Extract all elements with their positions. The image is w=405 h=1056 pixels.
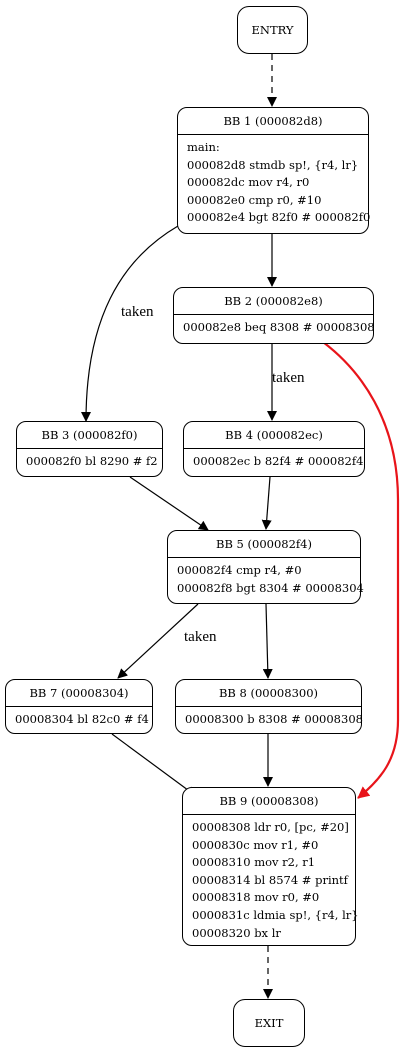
block-bb7-title: BB 7 (00008304) [29,686,129,700]
block-bb4-title: BB 4 (000082ec) [225,428,323,442]
block-bb8-title: BB 8 (00008300) [218,686,319,700]
code-line: 000082f8 bgt 8304 # 00008304 [177,580,364,595]
code-line: 00008304 bl 82c0 # f4 [15,712,149,726]
code-line: 000082e0 cmp r0, #10 [187,192,322,207]
block-bb1-code: main: 000082d8 stmdb sp!, {r4, lr} 00008… [178,134,371,227]
edge-label-bb1-bb3: taken [121,304,154,320]
block-bb5: BB 5 (000082f4) 000082f4 cmp r4, #0 0000… [167,530,364,604]
code-line: 000082ec b 82f4 # 000082f4 [193,454,364,468]
code-line: 00008300 b 8308 # 00008308 [185,712,363,726]
edge-bb3-bb5 [129,476,209,531]
edge-bb5-bb7 [117,603,199,679]
code-line: main: [187,140,220,154]
block-bb9: BB 9 (00008308) 00008308 ldr r0, [pc, #2… [182,787,359,946]
code-line: 00008320 bx lr [192,925,281,940]
code-line: 00008318 mov r0, #0 [192,890,320,905]
block-bb5-title: BB 5 (000082f4) [216,537,312,551]
edge-bb1-bb3 [81,225,179,422]
block-bb3: BB 3 (000082f0) 000082f0 bl 8290 # f2 [16,421,163,477]
edge-label-bb5-bb7: taken [184,629,217,645]
code-line: 0000830c mov r1, #0 [192,837,319,852]
block-bb2-title: BB 2 (000082e8) [224,294,323,308]
block-bb1: BB 1 (000082d8) main: 000082d8 stmdb sp!… [177,107,371,234]
code-line: 000082e4 bgt 82f0 # 000082f0 [187,210,371,225]
block-bb3-code: 000082f0 bl 8290 # f2 [17,448,162,471]
code-line: 0000831c ldmia sp!, {r4, lr} [192,907,359,922]
code-line: 000082dc mov r4, r0 [187,175,310,190]
entry-node: ENTRY [237,6,308,54]
code-line: 00008314 bl 8574 # printf [192,872,348,887]
block-bb7: BB 7 (00008304) 00008304 bl 82c0 # f4 [5,679,153,734]
code-line: 000082f0 bl 8290 # f2 [26,454,158,468]
block-bb2: BB 2 (000082e8) 000082e8 beq 8308 # 0000… [173,287,375,344]
block-bb9-title: BB 9 (00008308) [219,794,319,808]
edge-bb4-bb5 [261,476,272,530]
block-bb8-code: 00008300 b 8308 # 00008308 [176,706,363,729]
block-bb9-code: 00008308 ldr r0, [pc, #20] 0000830c mov … [183,814,359,942]
block-bb7-code: 00008304 bl 82c0 # f4 [6,706,152,729]
exit-node: EXIT [233,999,305,1047]
block-bb4: BB 4 (000082ec) 000082ec b 82f4 # 000082… [183,421,365,477]
edge-bb2-bb9 [322,341,400,799]
edge-bb5-bb8 [262,603,273,679]
code-line: 00008310 mov r2, r1 [192,855,316,870]
code-line: 000082f4 cmp r4, #0 [177,563,302,577]
block-bb5-code: 000082f4 cmp r4, #0 000082f8 bgt 8304 # … [168,557,364,597]
code-line: 00008308 ldr r0, [pc, #20] [192,820,349,834]
block-bb8: BB 8 (00008300) 00008300 b 8308 # 000083… [175,679,363,734]
edge-bb7-bb9 [111,733,197,797]
block-bb2-code: 000082e8 beq 8308 # 00008308 [174,314,375,337]
block-bb4-code: 000082ec b 82f4 # 000082f4 [184,448,364,471]
code-line: 000082e8 beq 8308 # 00008308 [183,320,375,334]
block-bb1-title: BB 1 (000082d8) [223,114,323,128]
edge-label-bb2-bb4: taken [272,370,305,386]
code-line: 000082d8 stmdb sp!, {r4, lr} [187,157,359,172]
block-bb3-title: BB 3 (000082f0) [41,428,138,442]
